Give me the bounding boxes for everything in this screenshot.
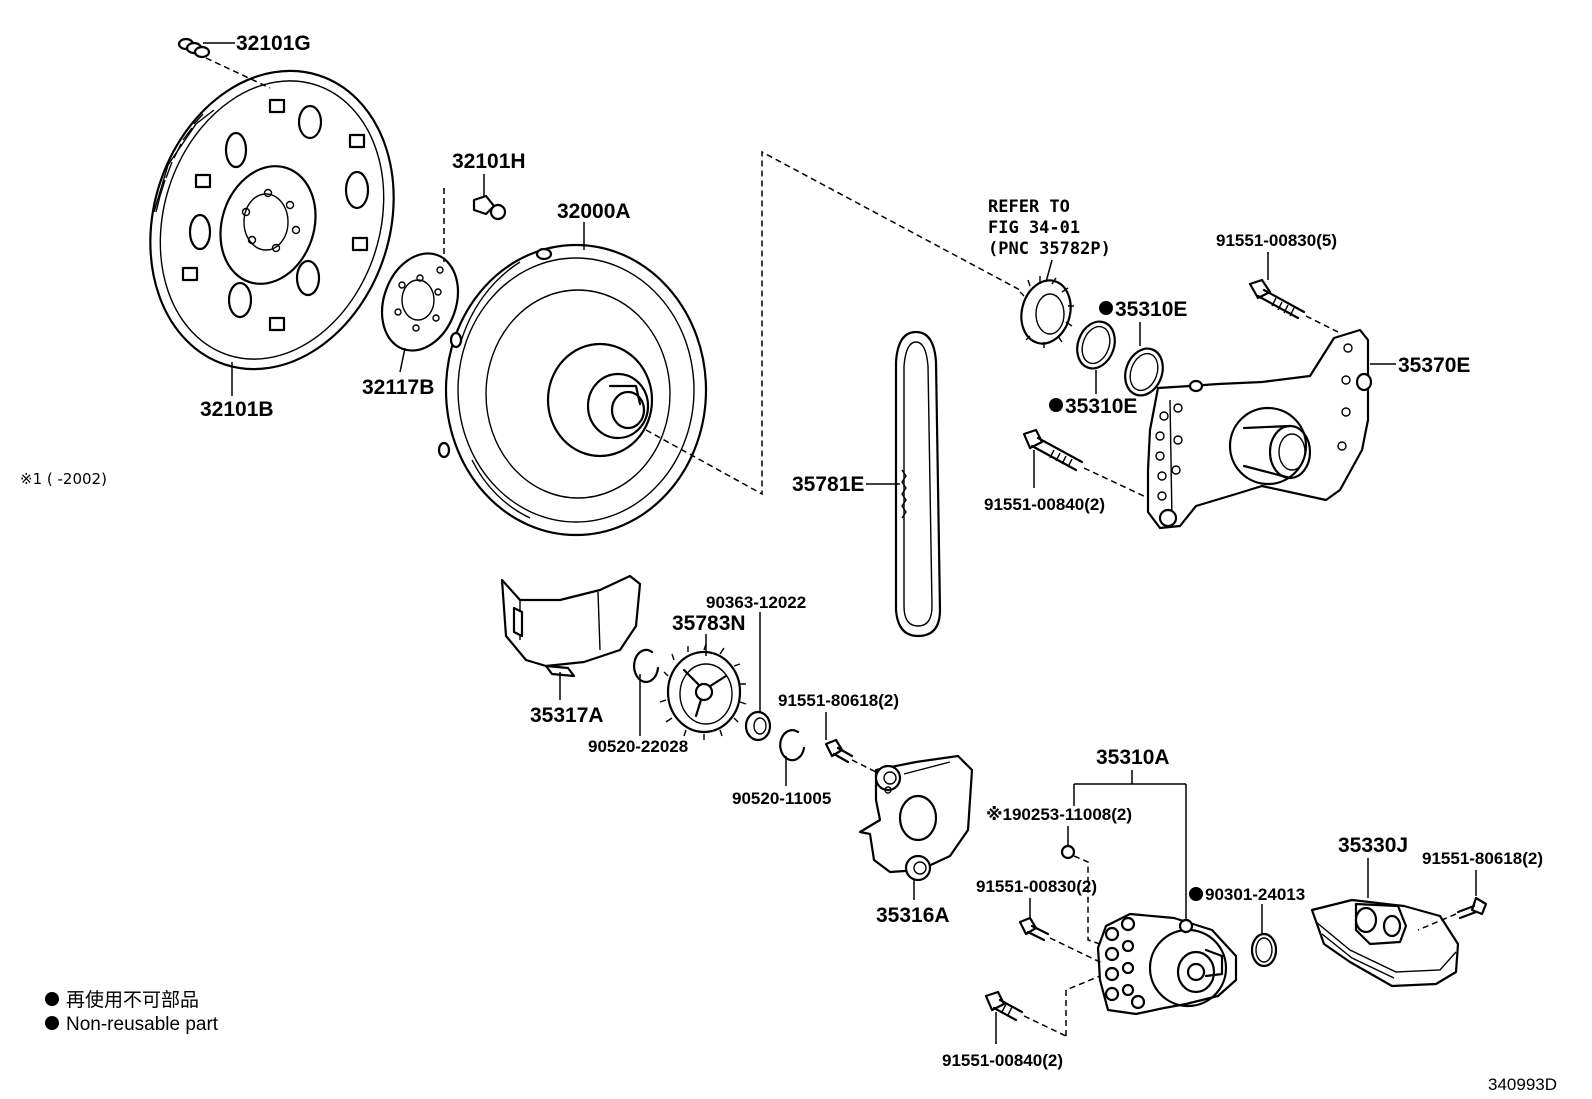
label-35317A: 35317A [530, 704, 604, 727]
bolt-91551-00840-2-top[interactable] [1022, 428, 1084, 472]
non-reusable-mark [1049, 398, 1063, 412]
label-90301-24013: 90301-24013 [1205, 885, 1305, 904]
label-35781E: 35781E [792, 473, 864, 496]
pin-90253-11008[interactable] [1060, 844, 1076, 860]
label-91551-80618-2-mid: 91551-80618(2) [778, 691, 899, 710]
bracket-line [1073, 770, 1187, 920]
label-90520-11005: 90520-11005 [732, 789, 831, 808]
label-35330J: 35330J [1338, 834, 1408, 857]
chain-35781E[interactable] [894, 330, 942, 638]
label-90520-22028: 90520-22028 [588, 737, 688, 756]
label-91551-80618-2-right: 91551-80618(2) [1422, 849, 1543, 868]
guide-line [205, 57, 271, 89]
bolt-32101H[interactable] [472, 194, 507, 221]
label-91551-00830-5: 91551-00830(5) [1216, 231, 1337, 250]
o-ring-35310E-a[interactable] [1071, 316, 1121, 373]
oil-pump-35310A[interactable] [1096, 912, 1238, 1016]
label-32000A: 32000A [557, 200, 631, 223]
label-90253-11008-2: ※190253-11008(2) [986, 805, 1132, 824]
bolt-91551-00840-2-bottom[interactable] [984, 990, 1024, 1022]
o-ring-90301-24013[interactable] [1250, 932, 1278, 968]
label-35310E-a: 35310E [1115, 298, 1187, 321]
label-91551-00840-2-bottom: 91551-00840(2) [942, 1051, 1063, 1070]
label-32101H: 32101H [452, 150, 526, 173]
sprocket-35783N[interactable] [659, 643, 747, 740]
cover-35317A[interactable] [500, 574, 642, 678]
refer-line-1: REFER TO [988, 197, 1070, 217]
guide-line [1083, 467, 1149, 499]
leader-line [1045, 259, 1053, 283]
pump-body-35370E[interactable] [1146, 328, 1373, 530]
bolt-32101G[interactable] [177, 37, 211, 59]
non-reusable-mark [1189, 887, 1203, 901]
snap-ring-90520-22028[interactable] [633, 648, 660, 684]
label-35783N: 35783N [672, 612, 746, 635]
bearing-90363-12022[interactable] [744, 710, 772, 742]
o-ring-35310E-b[interactable] [1119, 343, 1169, 400]
label-35316A: 35316A [876, 904, 950, 927]
leader-line [399, 347, 406, 373]
label-35310A: 35310A [1096, 746, 1170, 769]
label-91551-00840-2-top: 91551-00840(2) [984, 495, 1105, 514]
strainer-35330J[interactable] [1310, 898, 1460, 988]
bolt-91551-80618-2-mid[interactable] [824, 738, 854, 764]
torque-converter-32000A[interactable] [437, 243, 708, 537]
plate-32117B[interactable] [369, 243, 471, 362]
legend-dot-jp [45, 992, 59, 1006]
refer-line-2: FIG 34-01 [988, 218, 1080, 238]
refer-line-3: (PNC 35782P) [988, 239, 1111, 259]
sprocket-35782P[interactable] [1015, 275, 1078, 349]
legend-en: Non-reusable part [66, 1014, 219, 1035]
guide-line [1023, 1015, 1067, 1037]
label-90363-12022: 90363-12022 [706, 593, 806, 612]
guide-line [1073, 855, 1101, 945]
snap-ring-90520-11005[interactable] [779, 729, 806, 762]
label-32117B: 32117B [362, 376, 434, 399]
guide-line [645, 150, 1021, 496]
legend-dot-en [45, 1016, 59, 1030]
drive-plate-32101B[interactable] [113, 39, 431, 401]
guide-line [851, 759, 877, 773]
figure-id: 340993D [1488, 1075, 1557, 1094]
non-reusable-mark [1099, 301, 1113, 315]
legend-jp: 再使用不可部品 [66, 989, 199, 1011]
note-text: ※1 ( -2002) [20, 470, 107, 488]
bolt-91551-80618-2-right[interactable] [1456, 896, 1488, 920]
label-32101B: 32101B [200, 398, 274, 421]
label-35310E-b: 35310E [1065, 395, 1137, 418]
label-91551-00830-2: 91551-00830(2) [976, 877, 1097, 896]
bolt-91551-00830-2[interactable] [1018, 916, 1050, 942]
case-35316A[interactable] [858, 754, 974, 882]
guide-line [1065, 975, 1101, 1036]
label-35370E: 35370E [1398, 354, 1470, 377]
guide-line [1305, 315, 1339, 333]
label-32101G: 32101G [236, 32, 311, 55]
bolt-91551-00830-5[interactable] [1248, 278, 1306, 320]
guide-line [1417, 913, 1457, 931]
